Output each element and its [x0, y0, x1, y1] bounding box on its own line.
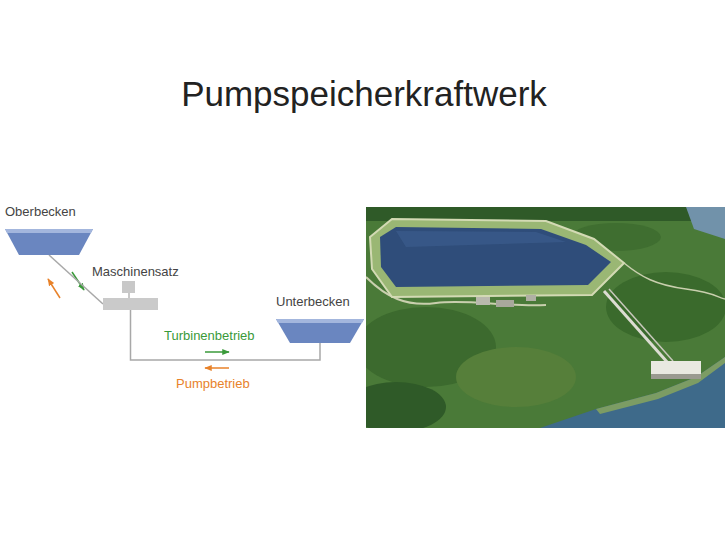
- node-label: Unterbecken: [276, 295, 350, 310]
- penstock: [604, 291, 668, 363]
- power-house: [651, 374, 701, 379]
- forest: [456, 347, 576, 407]
- water-surface: [5, 229, 93, 233]
- pump-direction-arrow: [48, 279, 60, 298]
- pump-direction-arrow: [205, 367, 229, 369]
- shaft-symbol: [128, 293, 130, 298]
- turbine-direction-arrow: [205, 351, 229, 353]
- mode-label: Turbinenbetrieb: [163, 329, 256, 344]
- lower-reservoir: [540, 357, 725, 428]
- pipe-line: [49, 255, 103, 304]
- building: [476, 297, 490, 305]
- generator-symbol: [122, 281, 135, 293]
- shore: [596, 357, 725, 414]
- embankment: [370, 219, 624, 297]
- machine-body: [103, 298, 158, 310]
- node-label: Oberbecken: [5, 205, 76, 220]
- forest: [366, 382, 446, 428]
- basin-shape: [276, 319, 364, 343]
- machine-symbol: [103, 281, 159, 311]
- basin-shape: [5, 229, 93, 255]
- basin-symbol: [276, 319, 364, 343]
- building: [496, 300, 514, 307]
- title: Pumpspeicherkraftwerk: [0, 76, 728, 111]
- water-surface: [276, 319, 364, 323]
- reservoir-basin: Unterbecken: [276, 295, 364, 343]
- power-house: [651, 361, 701, 379]
- water: [686, 207, 725, 239]
- mode-label: Pumpbetrieb: [175, 377, 251, 392]
- reservoir-basin: Oberbecken: [5, 205, 93, 255]
- upper-reservoir: [380, 227, 611, 287]
- machine-set: Maschinensatz: [92, 265, 179, 311]
- penstock: [609, 289, 673, 361]
- water-reflection: [396, 231, 566, 247]
- forest: [606, 272, 725, 342]
- aerial-photo: [366, 207, 725, 428]
- basin-symbol: [5, 229, 93, 255]
- node-label: Maschinensatz: [92, 265, 179, 280]
- road: [624, 263, 725, 299]
- building: [526, 295, 536, 301]
